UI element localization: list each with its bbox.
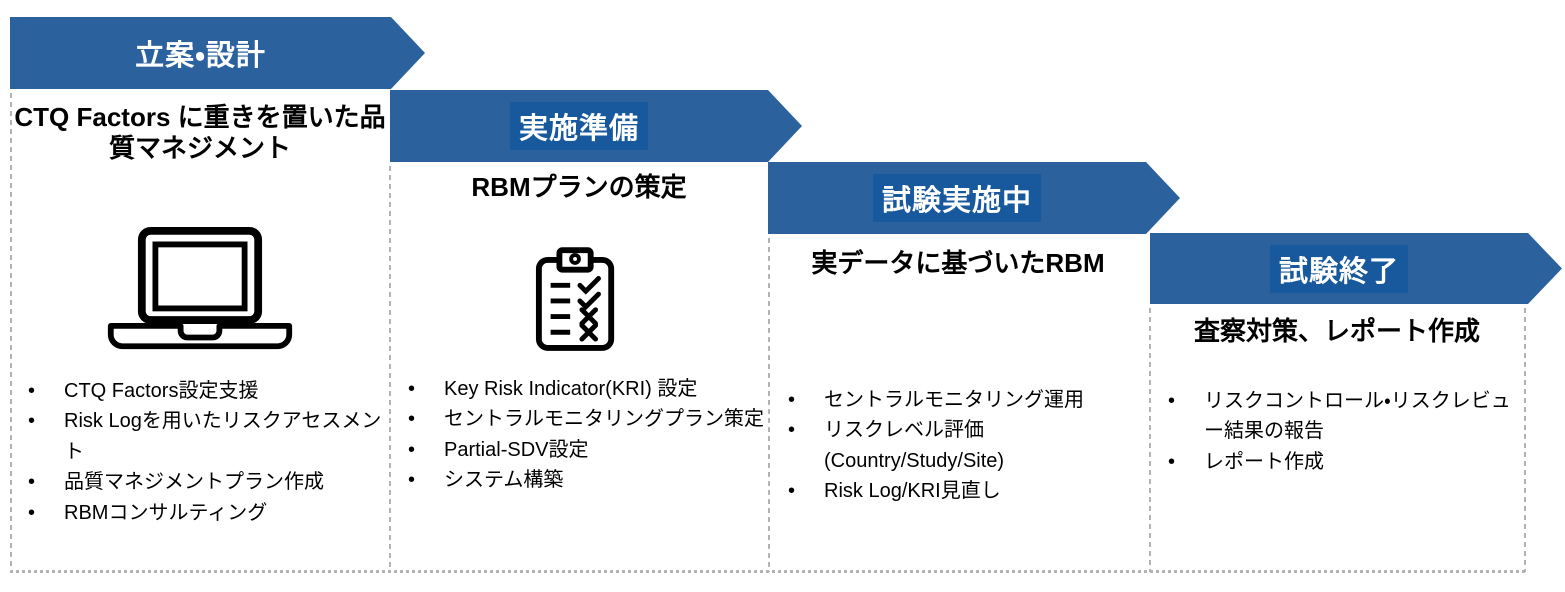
stage-title-trial-end: 査察対策、レポート作成 [1193,316,1480,346]
column-divider [1149,308,1151,572]
stage-title-in-trial: 実データに基づいたRBM [811,248,1105,278]
stage-arrow-planning: 立案・設計 [10,17,425,89]
bullet-item: Key Risk Indicator(KRI) 設定 [406,374,774,405]
bottom-border [10,570,1526,573]
bullet-item: リスクコントロール・リスクレビュー結果の報告 [1166,386,1518,447]
column-divider [1524,308,1526,572]
laptop-icon [100,226,300,354]
stage-arrow-trial-end: 試験終了 [1150,233,1562,304]
stage-header-in-trial: 試験実施中 [873,174,1041,222]
bullet-item: リスクレベル評価 (Country/Study/Site) [786,415,1144,476]
bullet-item: セントラルモニタリングプラン策定 [406,404,774,435]
bullet-item: レポート作成 [1166,447,1518,478]
bullet-item: システム構築 [406,465,774,496]
bullet-item: CTQ Factors設定支援 [26,376,386,407]
bullet-item: Risk Logを用いたリスクアセスメント [26,406,386,467]
bullet-item: Partial-SDV設定 [406,435,774,466]
bullet-list-preparation: Key Risk Indicator(KRI) 設定 セントラルモニタリングプラ… [406,374,774,496]
bullet-list-trial-end: リスクコントロール・リスクレビュー結果の報告 レポート作成 [1166,386,1518,478]
bullet-list-in-trial: セントラルモニタリング運用 リスクレベル評価 (Country/Study/Si… [786,385,1144,507]
stage-title-preparation: RBMプランの策定 [471,172,687,202]
bullet-item: 品質マネジメントプラン作成 [26,467,386,498]
stage-title-planning: CTQ Factors に重きを置いた品質マネジメント [14,102,386,164]
bullet-list-planning: CTQ Factors設定支援 Risk Logを用いたリスクアセスメント 品質… [26,376,386,528]
bullet-item: Risk Log/KRI見直し [786,476,1144,507]
clipboard-checklist-icon [534,247,620,353]
column-divider [389,166,391,572]
bullet-item: セントラルモニタリング運用 [786,385,1144,416]
stage-header-trial-end: 試験終了 [1270,245,1408,293]
column-divider [10,93,12,572]
stage-arrow-preparation: 実施準備 [390,90,802,162]
bullet-item: RBMコンサルティング [26,498,386,529]
stage-header-planning: 立案・設計 [135,40,266,72]
stage-arrow-in-trial: 試験実施中 [768,162,1180,234]
stage-header-preparation: 実施準備 [510,102,648,150]
